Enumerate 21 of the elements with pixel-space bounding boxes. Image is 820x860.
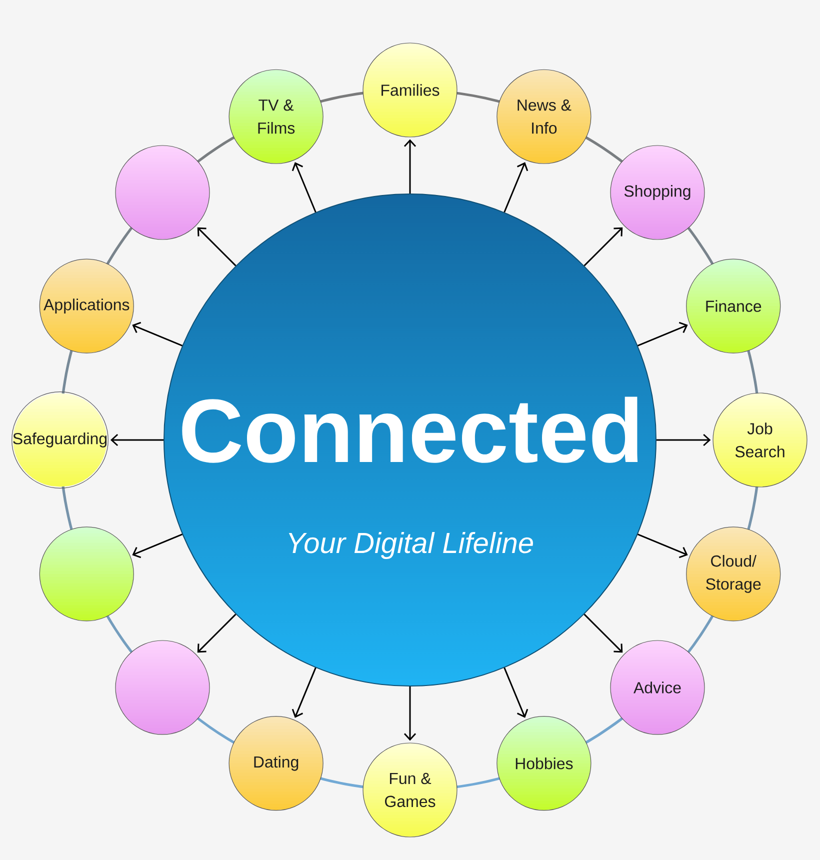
arrow	[584, 227, 623, 266]
topic-circle	[115, 640, 210, 735]
arrow	[637, 322, 688, 346]
hub-title: Connected	[182, 396, 638, 463]
arrow	[110, 434, 164, 446]
tagline: Your Digital Lifeline	[288, 532, 533, 560]
arrow	[504, 162, 528, 213]
arrow	[197, 614, 236, 653]
arrow	[292, 162, 316, 213]
arrow	[584, 614, 623, 653]
arrow	[197, 227, 236, 266]
arrow	[637, 534, 688, 558]
arrow	[132, 534, 183, 558]
arrow	[404, 139, 416, 194]
arrow	[292, 667, 316, 718]
topic-circle	[39, 526, 134, 622]
topic-circle	[115, 145, 210, 240]
arrow	[404, 686, 416, 741]
arrow	[132, 322, 183, 346]
arrow	[656, 434, 711, 446]
arrow	[504, 667, 528, 718]
